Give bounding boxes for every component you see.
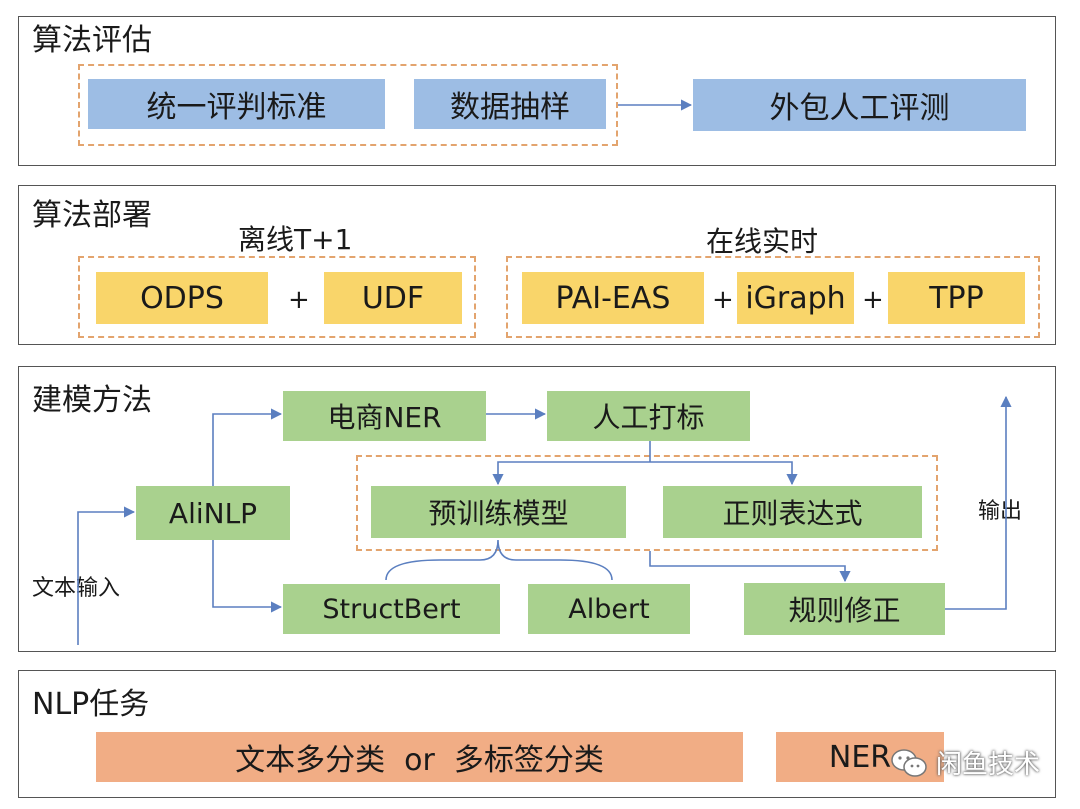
igraph-box: iGraph (737, 272, 854, 324)
multiclass-box: 文本多分类 or 多标签分类 (96, 732, 743, 782)
model-title: 建模方法 (32, 383, 152, 418)
eval-dashed-group (78, 64, 618, 146)
model-dashed-group (356, 455, 938, 551)
udf-box: UDF (324, 272, 462, 324)
tpp-box: TPP (888, 272, 1025, 324)
offline-label: 离线T+1 (238, 223, 353, 256)
rule-correction-box: 规则修正 (744, 583, 945, 635)
watermark-text: 闲鱼技术 (936, 750, 1041, 780)
nlp-title: NLP任务 (32, 687, 150, 722)
eval-sampling-box: 数据抽样 (414, 79, 606, 129)
online-label: 在线实时 (706, 225, 819, 258)
offline-dashed-group (78, 256, 476, 338)
eval-standard-box: 统一评判标准 (88, 79, 385, 129)
eval-title: 算法评估 (32, 23, 152, 58)
offline-plus: + (288, 285, 310, 315)
odps-box: ODPS (96, 272, 268, 324)
online-dashed-group (506, 256, 1040, 338)
online-plus-2: + (862, 285, 884, 315)
eval-outsource-box: 外包人工评测 (693, 79, 1026, 131)
ecommerce-ner-box: 电商NER (283, 391, 486, 441)
text-input-label: 文本输入 (32, 576, 121, 601)
pai-eas-box: PAI-EAS (522, 272, 704, 324)
regex-box: 正则表达式 (663, 486, 922, 538)
online-plus-1: + (712, 285, 734, 315)
deploy-title: 算法部署 (32, 198, 152, 233)
structbert-box: StructBert (283, 584, 500, 634)
pretrained-model-box: 预训练模型 (371, 486, 626, 538)
watermark: 闲鱼技术 (890, 744, 1040, 781)
albert-box: Albert (528, 584, 690, 634)
output-label: 输出 (978, 499, 1023, 524)
manual-labeling-box: 人工打标 (547, 391, 750, 441)
alinlp-box: AliNLP (136, 486, 290, 540)
wechat-icon (890, 748, 928, 778)
